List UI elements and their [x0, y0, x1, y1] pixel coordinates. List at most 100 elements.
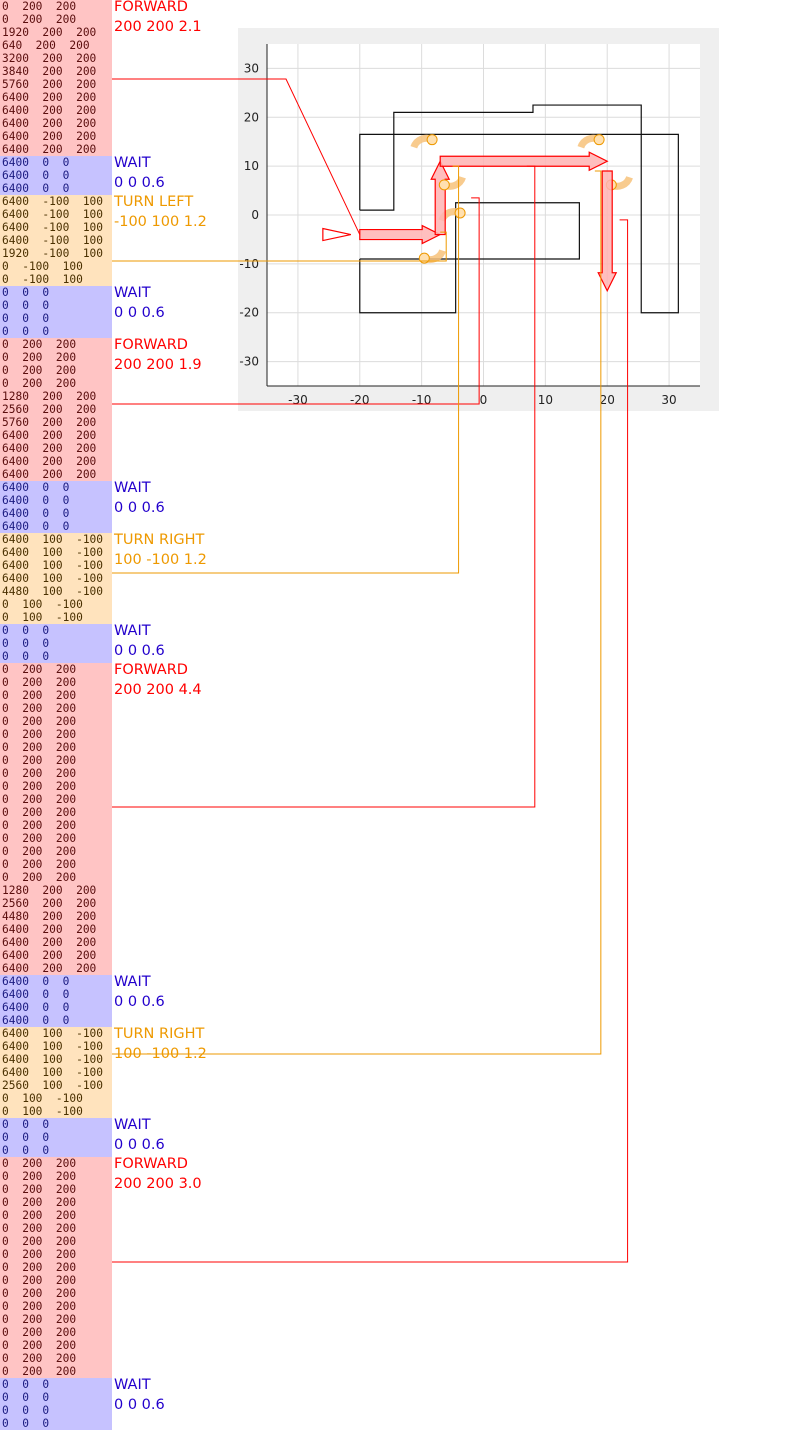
log-line: 6400 100 -100 — [2, 1066, 104, 1079]
log-line: 0 0 0 — [2, 1404, 50, 1417]
y-tick-label: -30 — [239, 355, 259, 369]
log-line: 0 0 0 — [2, 1391, 50, 1404]
y-tick-label: 10 — [244, 159, 259, 173]
log-line: 6400 0 0 — [2, 182, 70, 195]
command-params: 0 0 0.6 — [114, 175, 165, 191]
log-line: 6400 200 200 — [2, 104, 97, 117]
log-line: 6400 200 200 — [2, 455, 97, 468]
command-params: 0 0 0.6 — [114, 1397, 165, 1413]
command-name: FORWARD — [114, 337, 188, 353]
log-line: 0 200 200 — [2, 1183, 77, 1196]
y-tick-label: 0 — [251, 208, 259, 222]
connector-forward — [112, 197, 480, 405]
log-line: 0 200 200 — [2, 1274, 77, 1287]
forward-arrow — [597, 170, 618, 293]
log-line: 6400 100 -100 — [2, 1040, 104, 1053]
log-line: 6400 200 200 — [2, 936, 97, 949]
log-line: 0 100 -100 — [2, 1105, 83, 1118]
log-line: 2560 200 200 — [2, 897, 97, 910]
log-line: 6400 200 200 — [2, 962, 97, 975]
log-line: 6400 -100 100 — [2, 195, 104, 208]
log-line: 6400 0 0 — [2, 1001, 70, 1014]
turn-arrowhead — [438, 179, 450, 191]
log-line: 0 200 200 — [2, 1365, 77, 1378]
log-line: 0 200 200 — [2, 728, 77, 741]
turn-arrowhead — [418, 252, 430, 264]
log-line: 0 0 0 — [2, 1378, 50, 1391]
log-line: 4480 100 -100 — [2, 585, 104, 598]
command-name: TURN RIGHT — [114, 1026, 205, 1042]
log-line: 6400 200 200 — [2, 923, 97, 936]
log-line: 6400 0 0 — [2, 156, 70, 169]
command-name: WAIT — [114, 974, 151, 990]
log-line: 0 0 0 — [2, 1144, 50, 1157]
command-params: 0 0 0.6 — [114, 1137, 165, 1153]
command-params: 200 200 2.1 — [114, 19, 202, 35]
log-line: 0 200 200 — [2, 715, 77, 728]
log-line: 6400 0 0 — [2, 520, 70, 533]
log-line: 5760 200 200 — [2, 78, 97, 91]
log-line: 0 0 0 — [2, 637, 50, 650]
log-line: 0 200 200 — [2, 702, 77, 715]
command-name: TURN LEFT — [114, 194, 194, 210]
command-label-wait: WAIT 0 0 0.6 — [114, 1115, 244, 1155]
log-line: 0 200 200 — [2, 338, 77, 351]
log-line: 0 200 200 — [2, 1209, 77, 1222]
command-name: WAIT — [114, 285, 151, 301]
command-name: FORWARD — [114, 662, 188, 678]
command-params: 0 0 0.6 — [114, 500, 165, 516]
forward-arrow — [359, 224, 442, 245]
connector-forward — [112, 78, 361, 235]
log-line: 0 0 0 — [2, 1118, 50, 1131]
turn-arrowhead — [593, 134, 605, 146]
log-line: 6400 200 200 — [2, 91, 97, 104]
turn-arrowhead — [454, 207, 466, 219]
x-tick-label: -10 — [412, 393, 432, 407]
log-line: 0 200 200 — [2, 1326, 77, 1339]
command-params: 200 200 4.4 — [114, 682, 202, 698]
log-line: 0 200 200 — [2, 845, 77, 858]
log-line: 0 200 200 — [2, 1261, 77, 1274]
connector-turn — [112, 165, 460, 574]
log-line: 0 0 0 — [2, 286, 50, 299]
log-line: 6400 200 200 — [2, 143, 97, 156]
log-line: 0 0 0 — [2, 650, 50, 663]
log-line: 1920 200 200 — [2, 26, 97, 39]
log-line: 6400 0 0 — [2, 481, 70, 494]
log-line: 0 200 200 — [2, 676, 77, 689]
y-tick-label: -10 — [239, 257, 259, 271]
x-tick-label: 10 — [538, 393, 553, 407]
connector-turn — [112, 231, 447, 262]
log-line: 4480 200 200 — [2, 910, 97, 923]
log-line: 1280 200 200 — [2, 884, 97, 897]
command-label-turn: TURN LEFT-100 100 1.2 — [114, 192, 244, 232]
log-line: 0 200 200 — [2, 832, 77, 845]
command-label-wait: WAIT 0 0 0.6 — [114, 283, 244, 323]
log-line: 6400 200 200 — [2, 117, 97, 130]
command-params: 0 0 0.6 — [114, 305, 165, 321]
log-line: 0 0 0 — [2, 624, 50, 637]
start-marker — [322, 227, 351, 242]
log-line: 6400 -100 100 — [2, 208, 104, 221]
log-line: 0 200 200 — [2, 663, 77, 676]
log-line: 0 200 200 — [2, 858, 77, 871]
log-line: 6400 -100 100 — [2, 234, 104, 247]
command-params: 200 200 3.0 — [114, 1176, 202, 1192]
log-line: 0 200 200 — [2, 871, 77, 884]
obstacle-wall — [359, 133, 679, 314]
log-line: 0 200 200 — [2, 819, 77, 832]
command-name: WAIT — [114, 1117, 151, 1133]
log-line: 6400 0 0 — [2, 169, 70, 182]
